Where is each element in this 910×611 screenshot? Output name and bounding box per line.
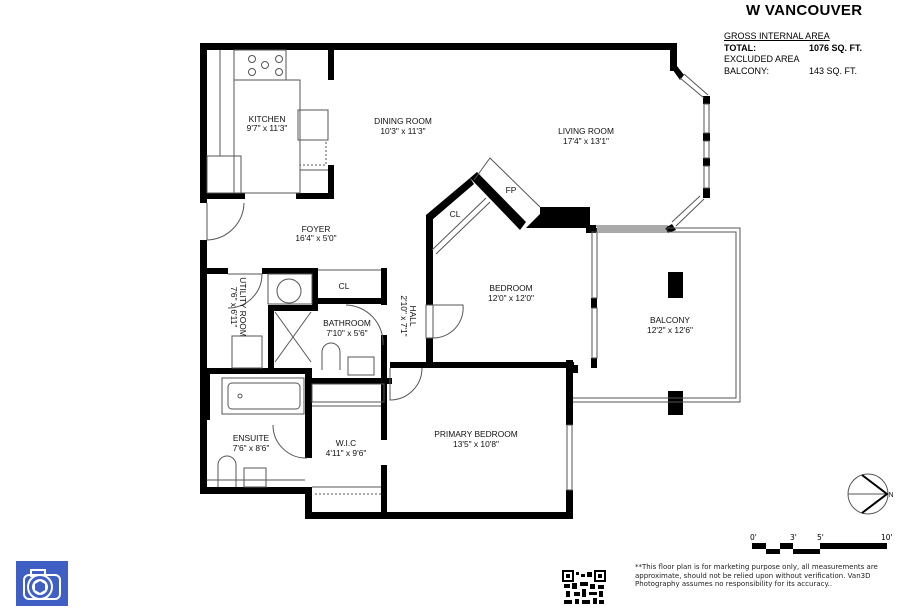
room-dims-ensuite: 7'6" x 8'6" [233, 443, 270, 453]
excluded-area-heading: EXCLUDED AREA [724, 54, 800, 64]
scale-tick-3: 3' [790, 533, 797, 542]
room-dims-primary-bedroom: 13'5" x 10'8" [453, 439, 499, 449]
scale-tick-5: 5' [817, 533, 824, 542]
gross-area-heading: GROSS INTERNAL AREA [724, 31, 830, 41]
closet-label-1: CL [339, 281, 350, 291]
room-dims-kitchen: 9'7" x 11'3" [247, 123, 288, 133]
room-dims-bathroom: 7'10" x 5'6" [326, 328, 367, 338]
room-name-wic: W.I.C [336, 438, 356, 448]
windows [206, 49, 889, 515]
room-dims-utility: 7'6" x 6'11" [229, 287, 239, 328]
room-name-ensuite: ENSUITE [233, 433, 270, 443]
room-name-bathroom: BATHROOM [323, 318, 371, 328]
balcony-label: BALCONY: [724, 65, 770, 76]
room-name-living: LIVING ROOM [558, 126, 614, 136]
compass-arrow [861, 474, 889, 514]
room-name-bedroom: BEDROOM [489, 283, 532, 293]
balcony-value: 143 SQ. FT. [809, 65, 858, 76]
area-summary: GROSS INTERNAL AREA TOTAL: 1076 SQ. FT. … [724, 31, 894, 77]
room-dims-balcony: 12'2" x 12'6" [647, 325, 693, 335]
north-label: N [888, 492, 893, 499]
room-name-dining: DINING ROOM [374, 116, 432, 126]
room-dims-bedroom: 12'0" x 12'0" [488, 293, 534, 303]
scale-bar [752, 543, 887, 554]
balcony-area-row: BALCONY: 143 SQ. FT. [724, 66, 894, 78]
room-name-utility: UTILITY ROOM [238, 277, 248, 336]
closet-label-2: CL [450, 209, 461, 219]
walls [200, 43, 710, 519]
scale-tick-10: 10' [881, 533, 893, 542]
property-title: W VANCOUVER [746, 2, 863, 19]
total-area-row: TOTAL: 1076 SQ. FT. [724, 43, 894, 55]
room-dims-wic: 4'11" x 9'6" [326, 448, 367, 458]
camera-shutter-icon [16, 561, 68, 606]
room-dims-dining: 10'3" x 11'3" [380, 126, 425, 136]
room-name-hall: HALL [408, 306, 418, 327]
room-dims-living: 17'4" x 13'1" [563, 136, 609, 146]
scale-tick-0: 0' [750, 533, 757, 542]
room-name-kitchen: KITCHEN [249, 114, 286, 124]
fireplace-label: FP [506, 185, 517, 195]
room-name-foyer: FOYER [302, 224, 331, 234]
total-label: TOTAL: [724, 42, 757, 53]
room-labels: KITCHEN 9'7" x 11'3" DINING ROOM 10'3" x… [229, 114, 894, 499]
disclaimer-text: **This floor plan is for marketing purpo… [635, 563, 878, 588]
room-dims-foyer: 16'4" x 5'0" [295, 233, 336, 243]
qr-code-icon [562, 570, 606, 606]
room-name-balcony: BALCONY [650, 315, 690, 325]
room-dims-hall: 2'10" x 7'1" [399, 295, 409, 336]
room-name-primary-bedroom: PRIMARY BEDROOM [434, 429, 517, 439]
total-value: 1076 SQ. FT. [809, 42, 863, 53]
